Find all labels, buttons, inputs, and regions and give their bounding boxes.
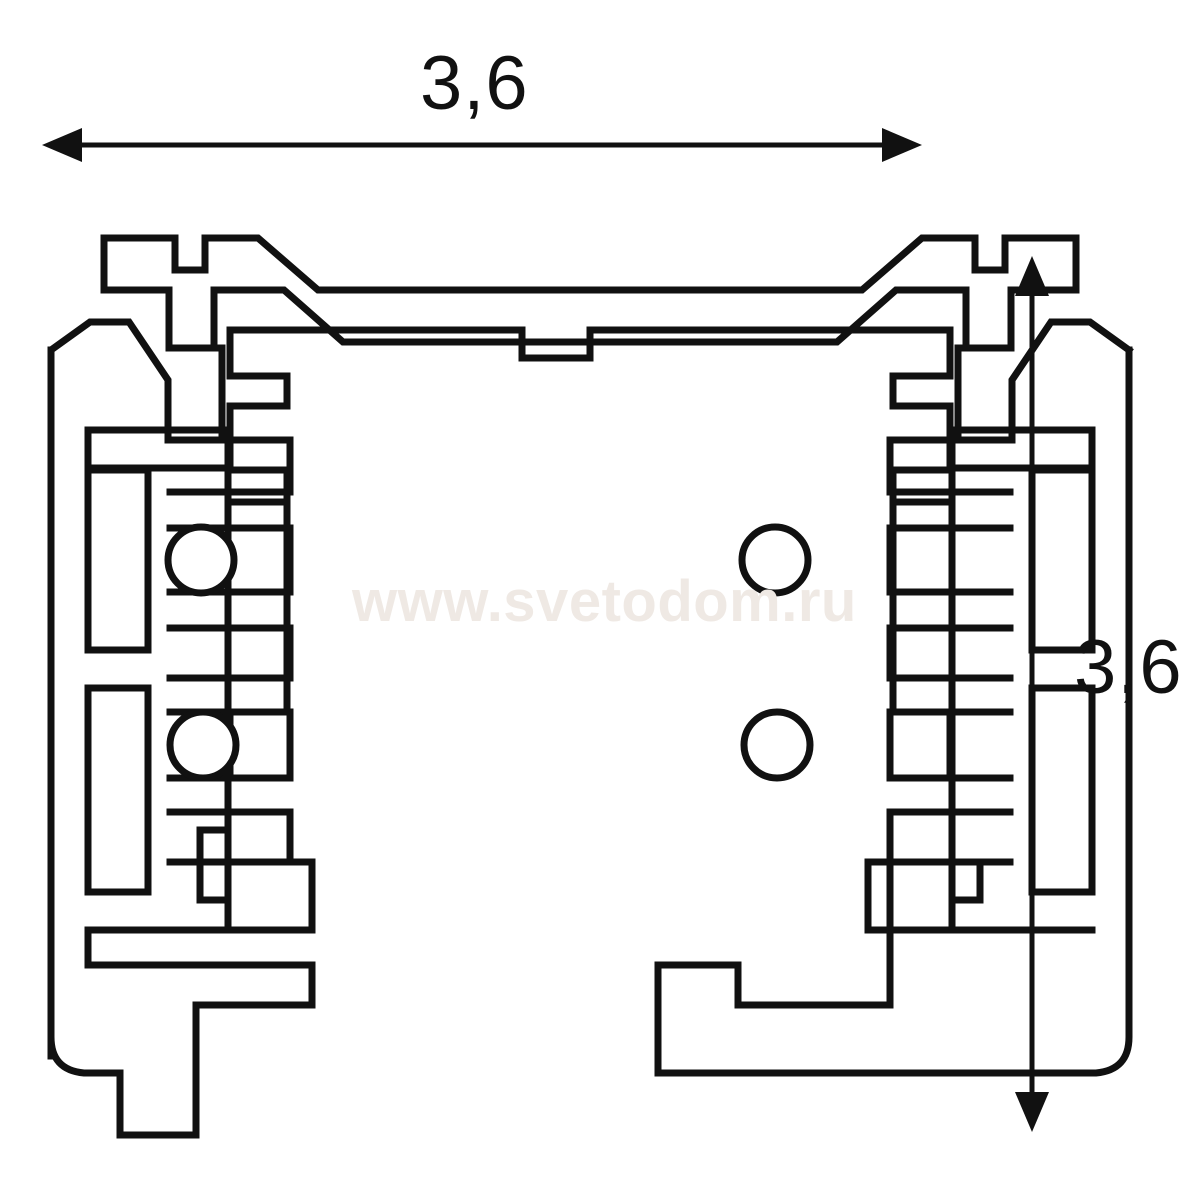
vertical-dimension-label: 3,6 <box>1074 625 1183 710</box>
site-watermark: www.svetodom.ru <box>352 569 857 634</box>
left-bracket-arm <box>226 498 294 782</box>
rail-profile-outline <box>47 234 1134 1139</box>
left-finger-2 <box>84 684 152 896</box>
conductor-hole-upper-right <box>738 523 812 597</box>
right-lower-step <box>864 826 1096 934</box>
left-comb-fingers <box>84 426 232 472</box>
left-lower-bracket <box>196 858 232 904</box>
right-finger-1 <box>1028 466 1096 654</box>
right-wing-outer-shell <box>954 286 1134 444</box>
right-lower-bracket <box>948 858 984 904</box>
horizontal-dimension-arrow <box>42 128 922 162</box>
conductor-hole-lower-right <box>740 708 814 782</box>
left-finger-1 <box>84 466 152 654</box>
horizontal-dimension-label: 3,6 <box>420 41 529 126</box>
center-channel <box>226 326 954 506</box>
conductor-holes <box>164 523 814 782</box>
conductor-hole-upper-left <box>164 523 238 597</box>
right-outer-boundary <box>654 346 1133 1077</box>
left-lower-step <box>84 826 316 934</box>
left-wing-outer-shell <box>47 286 226 1060</box>
right-finger-2 <box>1028 684 1096 896</box>
right-bracket-arm <box>886 498 954 782</box>
conductor-hole-lower-left <box>166 708 240 782</box>
right-comb-fingers <box>948 426 1096 472</box>
